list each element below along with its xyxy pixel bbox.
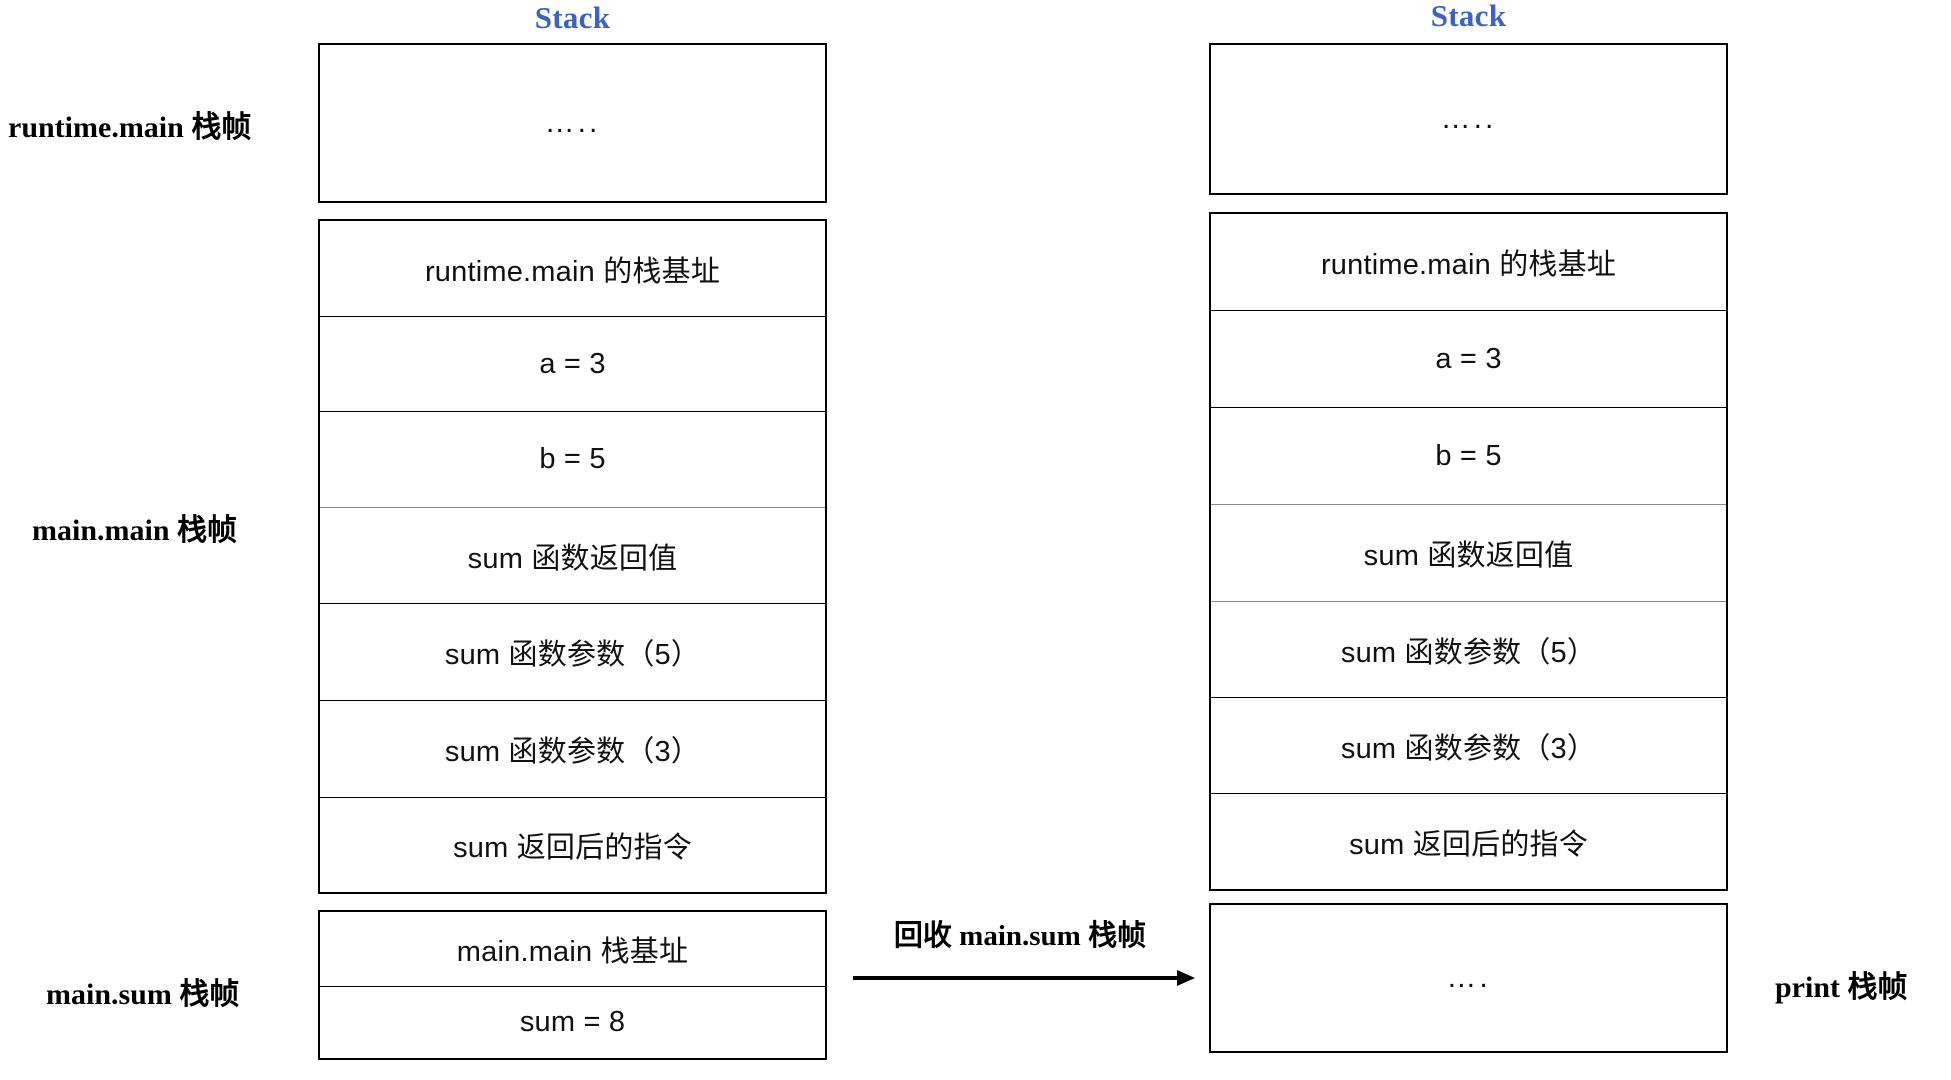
right-frame-runtime-main: ….. <box>1209 43 1728 195</box>
stack-row: runtime.main 的栈基址 <box>320 221 825 317</box>
stack-title-left: Stack <box>534 0 611 35</box>
right-frame-main-main: runtime.main 的栈基址 a = 3 b = 5 sum 函数返回值 … <box>1209 212 1728 891</box>
transition-group: 回收 main.sum 栈帧 <box>845 912 1195 1002</box>
stack-row: sum 函数参数（3） <box>320 701 825 798</box>
stack-row: sum 函数参数（5） <box>1211 602 1726 698</box>
left-frame-main-main: runtime.main 的栈基址 a = 3 b = 5 sum 函数返回值 … <box>318 219 827 894</box>
stack-row: b = 5 <box>1211 408 1726 505</box>
stack-row: sum = 8 <box>519 1006 626 1038</box>
stack-row: a = 3 <box>320 317 825 412</box>
transition-label: 回收 main.sum 栈帧 <box>893 920 1147 952</box>
stack-row: sum 函数参数（3） <box>1211 698 1726 794</box>
stack-title-right: Stack <box>1430 0 1507 33</box>
stack-row: a = 3 <box>1211 311 1726 408</box>
stack-row: sum 函数返回值 <box>1211 505 1726 602</box>
frame-label-main-sum: main.sum 栈帧 <box>46 978 240 1011</box>
stack-row: main.main 栈基址 <box>320 912 825 987</box>
frame-label-print: print 栈帧 <box>1775 971 1908 1004</box>
stack-row: runtime.main 的栈基址 <box>1211 214 1726 311</box>
frame-label-runtime-main: runtime.main 栈帧 <box>8 111 252 144</box>
stack-row: ….. <box>544 106 601 139</box>
stack-row: ….. <box>1440 102 1497 135</box>
stack-row: b = 5 <box>320 412 825 508</box>
stack-row: sum 返回后的指令 <box>453 832 692 864</box>
left-frame-main-sum: main.main 栈基址 sum = 8 <box>318 910 827 1060</box>
stack-row: sum 返回后的指令 <box>1349 828 1588 861</box>
left-frame-runtime-main: ….. <box>318 43 827 203</box>
stack-row: sum 函数返回值 <box>320 508 825 604</box>
right-arrow-icon <box>853 970 1195 986</box>
frame-label-main-main: main.main 栈帧 <box>32 514 238 547</box>
stack-row: sum 函数参数（5） <box>320 604 825 701</box>
stack-row: …. <box>1446 961 1491 994</box>
right-frame-print: …. <box>1209 903 1728 1053</box>
